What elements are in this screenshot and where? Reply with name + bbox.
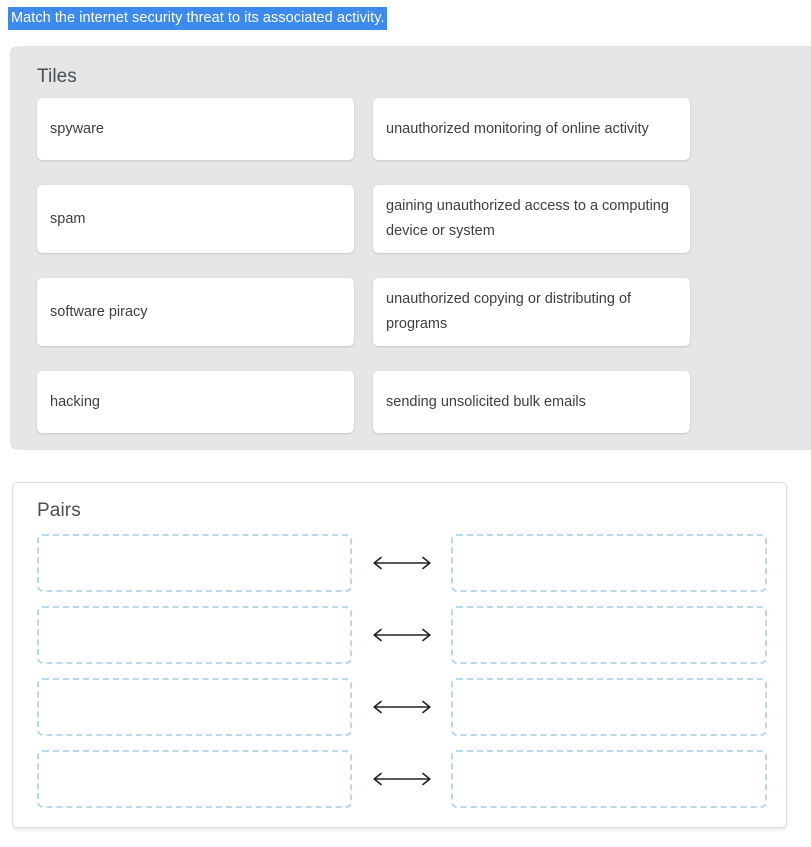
pair-dropzone-right[interactable] (451, 750, 767, 808)
tiles-grid: spyware unauthorized monitoring of onlin… (37, 98, 712, 458)
pair-row (37, 534, 767, 592)
tile-term[interactable]: hacking (37, 371, 354, 433)
tile-label: unauthorized monitoring of online activi… (386, 120, 649, 137)
pair-dropzone-left[interactable] (37, 534, 352, 592)
pair-row (37, 750, 767, 808)
pair-connector (352, 750, 451, 808)
tiles-row: spam gaining unauthorized access to a co… (37, 185, 712, 253)
tile-term[interactable]: spyware (37, 98, 354, 160)
tile-definition[interactable]: sending unsolicited bulk emails (373, 371, 690, 433)
double-arrow-icon (372, 772, 431, 786)
double-arrow-icon (372, 700, 431, 714)
pairs-panel: Pairs (12, 482, 787, 828)
tiles-row: software piracy unauthorized copying or … (37, 278, 712, 346)
tile-term[interactable]: software piracy (37, 278, 354, 346)
tile-definition[interactable]: unauthorized copying or distributing of … (373, 278, 690, 346)
pairs-panel-heading: Pairs (37, 500, 81, 521)
pair-row (37, 606, 767, 664)
tile-definition[interactable]: gaining unauthorized access to a computi… (373, 185, 690, 253)
pair-connector (352, 534, 451, 592)
tile-label: software piracy (50, 303, 148, 320)
tile-label: sending unsolicited bulk emails (386, 393, 586, 410)
pair-dropzone-left[interactable] (37, 750, 352, 808)
tiles-panel: Tiles spyware unauthorized monitoring of… (10, 46, 811, 450)
question-text: Match the internet security threat to it… (8, 7, 387, 30)
pair-dropzone-right[interactable] (451, 678, 767, 736)
tile-label: spyware (50, 120, 104, 137)
tile-label: gaining unauthorized access to a computi… (386, 198, 669, 239)
pair-dropzone-left[interactable] (37, 606, 352, 664)
tiles-row: spyware unauthorized monitoring of onlin… (37, 98, 712, 160)
pair-dropzone-left[interactable] (37, 678, 352, 736)
double-arrow-icon (372, 556, 431, 570)
tile-term[interactable]: spam (37, 185, 354, 253)
pair-connector (352, 606, 451, 664)
question-bar: Match the internet security threat to it… (0, 0, 811, 30)
tiles-row: hacking sending unsolicited bulk emails (37, 371, 712, 433)
tile-label: hacking (50, 393, 100, 410)
tile-definition[interactable]: unauthorized monitoring of online activi… (373, 98, 690, 160)
tiles-panel-heading: Tiles (37, 66, 77, 87)
pair-dropzone-right[interactable] (451, 606, 767, 664)
tile-label: spam (50, 210, 86, 227)
pairs-list (37, 534, 767, 822)
pair-connector (352, 678, 451, 736)
tile-label: unauthorized copying or distributing of … (386, 291, 632, 332)
pair-row (37, 678, 767, 736)
pair-dropzone-right[interactable] (451, 534, 767, 592)
double-arrow-icon (372, 628, 431, 642)
